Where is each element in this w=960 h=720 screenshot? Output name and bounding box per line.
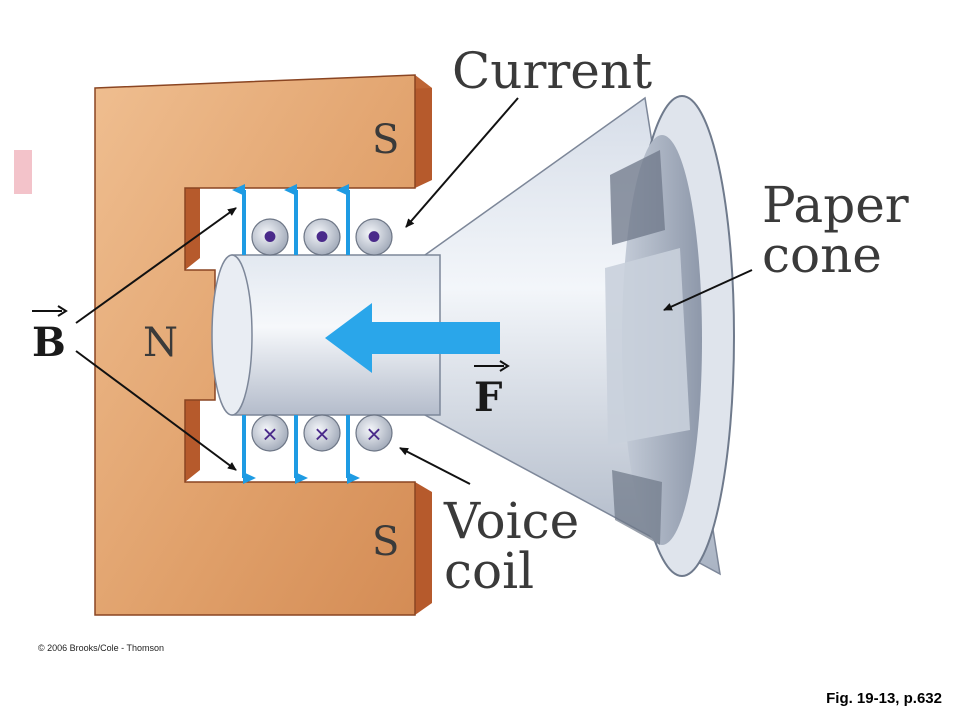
leader-lines [75, 97, 753, 485]
paper-cone [424, 95, 735, 577]
current-out-mark: • [263, 215, 277, 259]
figure-reference: Fig. 19-13, p.632 [826, 690, 942, 707]
permanent-magnet [94, 74, 432, 616]
current-in-mark: × [262, 419, 277, 449]
current-label: Current [452, 42, 652, 100]
vector-b-label: B [32, 319, 66, 366]
coil-wire [251, 218, 289, 256]
coil-wire [355, 218, 393, 256]
vector-f-label: F [474, 374, 502, 421]
current-in-mark: × [314, 419, 329, 449]
south-pole-bottom-label: S [372, 519, 399, 565]
coil-wire [303, 218, 341, 256]
current-in-mark: × [366, 419, 381, 449]
coil-wire [355, 414, 393, 452]
paper-cone-label: cone [762, 226, 882, 284]
south-pole-top-label: S [372, 117, 399, 163]
copyright-text: © 2006 Brooks/Cole - Thomson [38, 643, 164, 653]
north-pole-label: N [143, 320, 178, 366]
current-out-mark: • [367, 215, 381, 259]
current-out-mark: • [315, 215, 329, 259]
vector-f-symbol: F [474, 360, 510, 421]
force-arrow [325, 303, 500, 373]
coil-wire [251, 414, 289, 452]
voice-coil-bottom [251, 414, 393, 452]
magnetic-field-arrows [232, 184, 360, 484]
vector-b-symbol: B [32, 305, 68, 366]
voice-coil-label: coil [444, 542, 534, 600]
voice-coil-top [251, 218, 393, 256]
slide-decoration [14, 150, 32, 194]
paper-cone-label: Paper [762, 176, 909, 234]
voice-coil-label: Voice [443, 492, 579, 550]
coil-wire [303, 414, 341, 452]
